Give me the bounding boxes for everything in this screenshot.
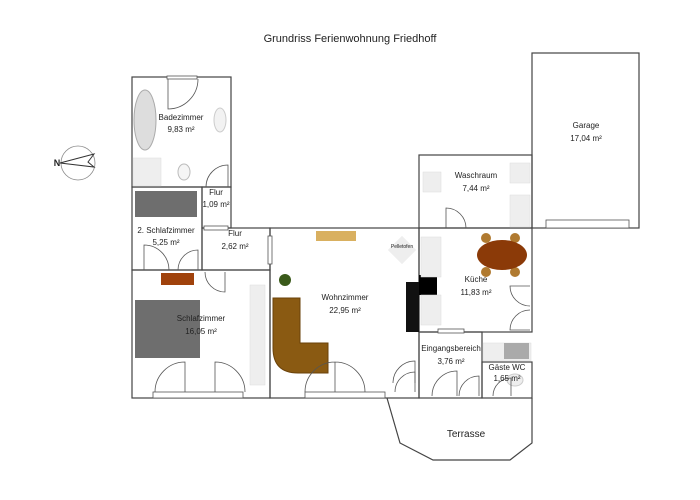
desk — [316, 231, 356, 241]
room-name: Garage — [573, 121, 600, 130]
bed-double — [135, 300, 200, 358]
tv-fireplace — [406, 282, 419, 332]
toilet — [177, 163, 191, 181]
room-area: 9,83 m² — [167, 125, 194, 134]
doors-windows — [143, 75, 630, 399]
dining-table — [477, 240, 527, 270]
room-area: 2,62 m² — [221, 242, 248, 251]
room-name: 2. Schlafzimmer — [137, 226, 195, 235]
plant — [279, 274, 291, 286]
sink — [213, 107, 227, 133]
bathtub — [133, 89, 157, 151]
room-area: 11,83 m² — [461, 288, 492, 297]
room-name: Badezimmer — [159, 113, 204, 122]
room-area: 1,65 m² — [493, 374, 520, 383]
stove — [387, 235, 417, 265]
bed-small — [135, 191, 197, 217]
compass-label: N — [54, 158, 61, 168]
room-name: Waschraum — [455, 171, 498, 180]
room-area: 17,04 m² — [570, 134, 602, 143]
dresser — [161, 273, 194, 285]
plan-title: Grundriss Ferienwohnung Friedhoff — [263, 33, 437, 45]
room-name: Küche — [465, 275, 488, 284]
room-name: Eingangsbereich — [421, 344, 481, 353]
room-area: 7,44 m² — [462, 184, 489, 193]
wardrobe — [249, 284, 266, 386]
compass-north-arrow-icon: N — [54, 145, 96, 181]
room-name: Schlafzimmer — [177, 314, 226, 323]
room-area: 16,05 m² — [185, 327, 217, 336]
oven — [419, 275, 437, 295]
room-area: 1,09 m² — [202, 200, 229, 209]
walls — [131, 52, 640, 461]
room-area: 5,25 m² — [152, 238, 179, 247]
room-area: 3,76 m² — [437, 357, 464, 366]
room-name: Wohnzimmer — [322, 293, 369, 302]
room-name: Gäste WC — [489, 363, 526, 372]
room-name: Flur — [228, 229, 242, 238]
stove-label: Pelletofen — [391, 244, 413, 250]
furniture: Pelletofen — [132, 89, 532, 387]
sofa — [272, 297, 329, 374]
room-name: Flur — [209, 188, 223, 197]
shower — [132, 157, 162, 187]
room-area: 22,95 m² — [329, 306, 361, 315]
room-labels: Badezimmer 9,83 m² Flur 1,09 m² 2. Schla… — [137, 113, 602, 440]
room-name: Terrasse — [447, 429, 486, 440]
